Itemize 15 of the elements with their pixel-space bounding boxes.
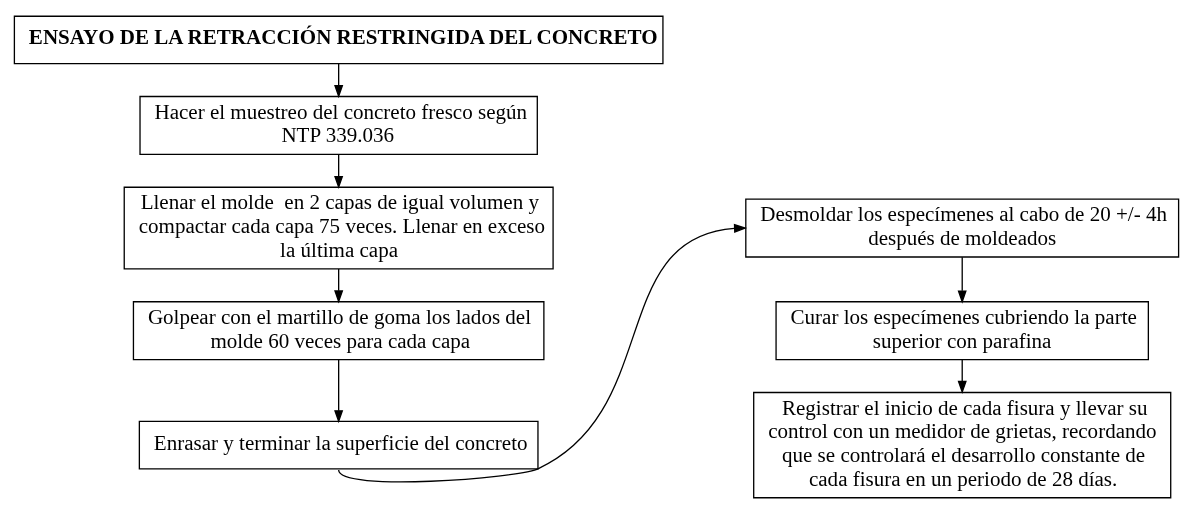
node-box: Curar los especímenes cubriendo la parte superior con parafina <box>775 300 1149 360</box>
node-box: Hacer el muestreo del concreto fresco según NTP 339.036 <box>139 95 538 155</box>
arrow <box>334 62 344 98</box>
arrow <box>957 358 967 394</box>
arrow <box>338 223 748 483</box>
node-box: Registrar el inicio de cada fisura y llevar su control con un medidor de grietas, recordando que se controlará el desarrollo constante de cada fisura en un periodo de 28 días. <box>753 391 1172 498</box>
node-box: Enrasar y terminar la superficie del concreto <box>138 420 539 469</box>
node-box: Golpear con el martillo de goma los lados del molde 60 veces para cada capa <box>132 300 545 360</box>
node-box: Desmoldar los especímenes al cabo de 20 +/- 4h después de moldeados <box>745 197 1180 258</box>
arrow <box>334 153 344 189</box>
arrow <box>334 267 344 304</box>
arrow <box>334 358 344 423</box>
node-box: Llenar el molde en 2 capas de igual volumen y compactar cada capa 75 veces. Llenar en exceso la última capa <box>123 186 554 269</box>
arrow <box>957 256 967 304</box>
node-box: ENSAYO DE LA RETRACCIÓN RESTRINGIDA DEL CONCRETO <box>13 15 664 64</box>
